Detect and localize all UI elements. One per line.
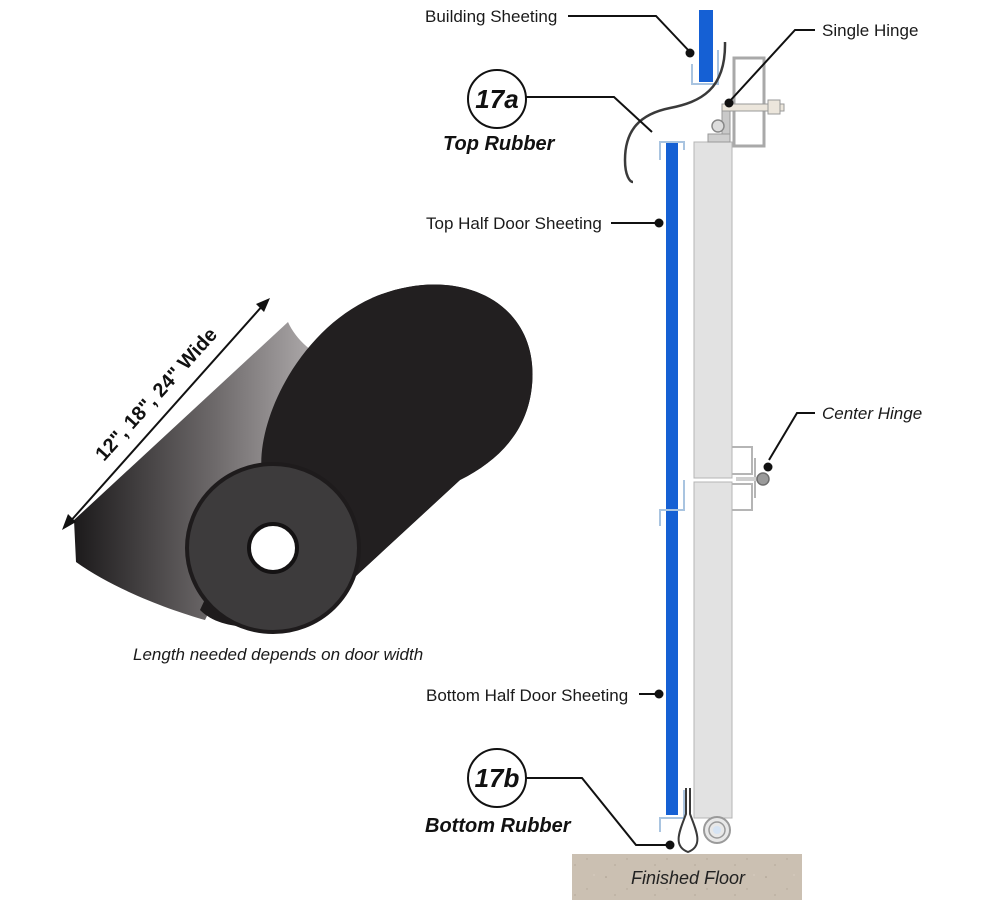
single-hinge bbox=[707, 56, 785, 148]
single-hinge-label: Single Hinge bbox=[822, 21, 918, 40]
bottom-roller bbox=[703, 816, 731, 844]
door-panel-top-half bbox=[693, 141, 733, 479]
rubber-sheet-unrolled bbox=[74, 322, 332, 620]
rubber-roll-core bbox=[247, 522, 299, 574]
top-half-door-sheeting-label: Top Half Door Sheeting bbox=[426, 214, 602, 233]
bottom-rubber-loop bbox=[677, 788, 699, 854]
building-sheeting bbox=[699, 10, 713, 82]
leader-center-hinge: Center Hinge bbox=[763, 404, 922, 472]
callout-top-rubber: 17a Top Rubber bbox=[443, 69, 653, 155]
leader-top-half-door-sheeting: Top Half Door Sheeting bbox=[426, 214, 664, 233]
leader-building-sheeting: Building Sheeting bbox=[425, 7, 695, 58]
finished-floor bbox=[572, 854, 802, 900]
width-dimension-arrow bbox=[62, 298, 270, 530]
center-hinge bbox=[732, 446, 770, 511]
door-panel-bottom-half bbox=[693, 481, 733, 819]
callout-17a-name: Top Rubber bbox=[443, 133, 556, 155]
top-half-door-sheeting bbox=[666, 142, 678, 502]
bottom-half-door-sheeting bbox=[666, 490, 678, 815]
callout-17a-number: 17a bbox=[475, 84, 518, 114]
leader-single-hinge: Single Hinge bbox=[724, 21, 918, 108]
finished-floor-label: Finished Floor bbox=[631, 868, 746, 888]
callout-bottom-rubber: 17b Bottom Rubber bbox=[425, 748, 675, 850]
building-sheeting-trim bbox=[691, 50, 719, 85]
door-section: Finished Floor bbox=[572, 10, 802, 900]
building-sheeting-label: Building Sheeting bbox=[425, 7, 557, 26]
bottom-half-door-sheeting-label: Bottom Half Door Sheeting bbox=[426, 686, 628, 705]
roll-length-note: Length needed depends on door width bbox=[133, 645, 423, 664]
callout-17b-number: 17b bbox=[475, 763, 520, 793]
top-rubber-strip bbox=[623, 41, 727, 184]
center-hinge-label: Center Hinge bbox=[822, 404, 922, 423]
callout-17b-name: Bottom Rubber bbox=[425, 815, 572, 837]
rubber-roll-illustration: 12", 18", 24" Wide Length needed depends… bbox=[62, 284, 533, 664]
leader-bottom-half-door-sheeting: Bottom Half Door Sheeting bbox=[426, 686, 664, 705]
